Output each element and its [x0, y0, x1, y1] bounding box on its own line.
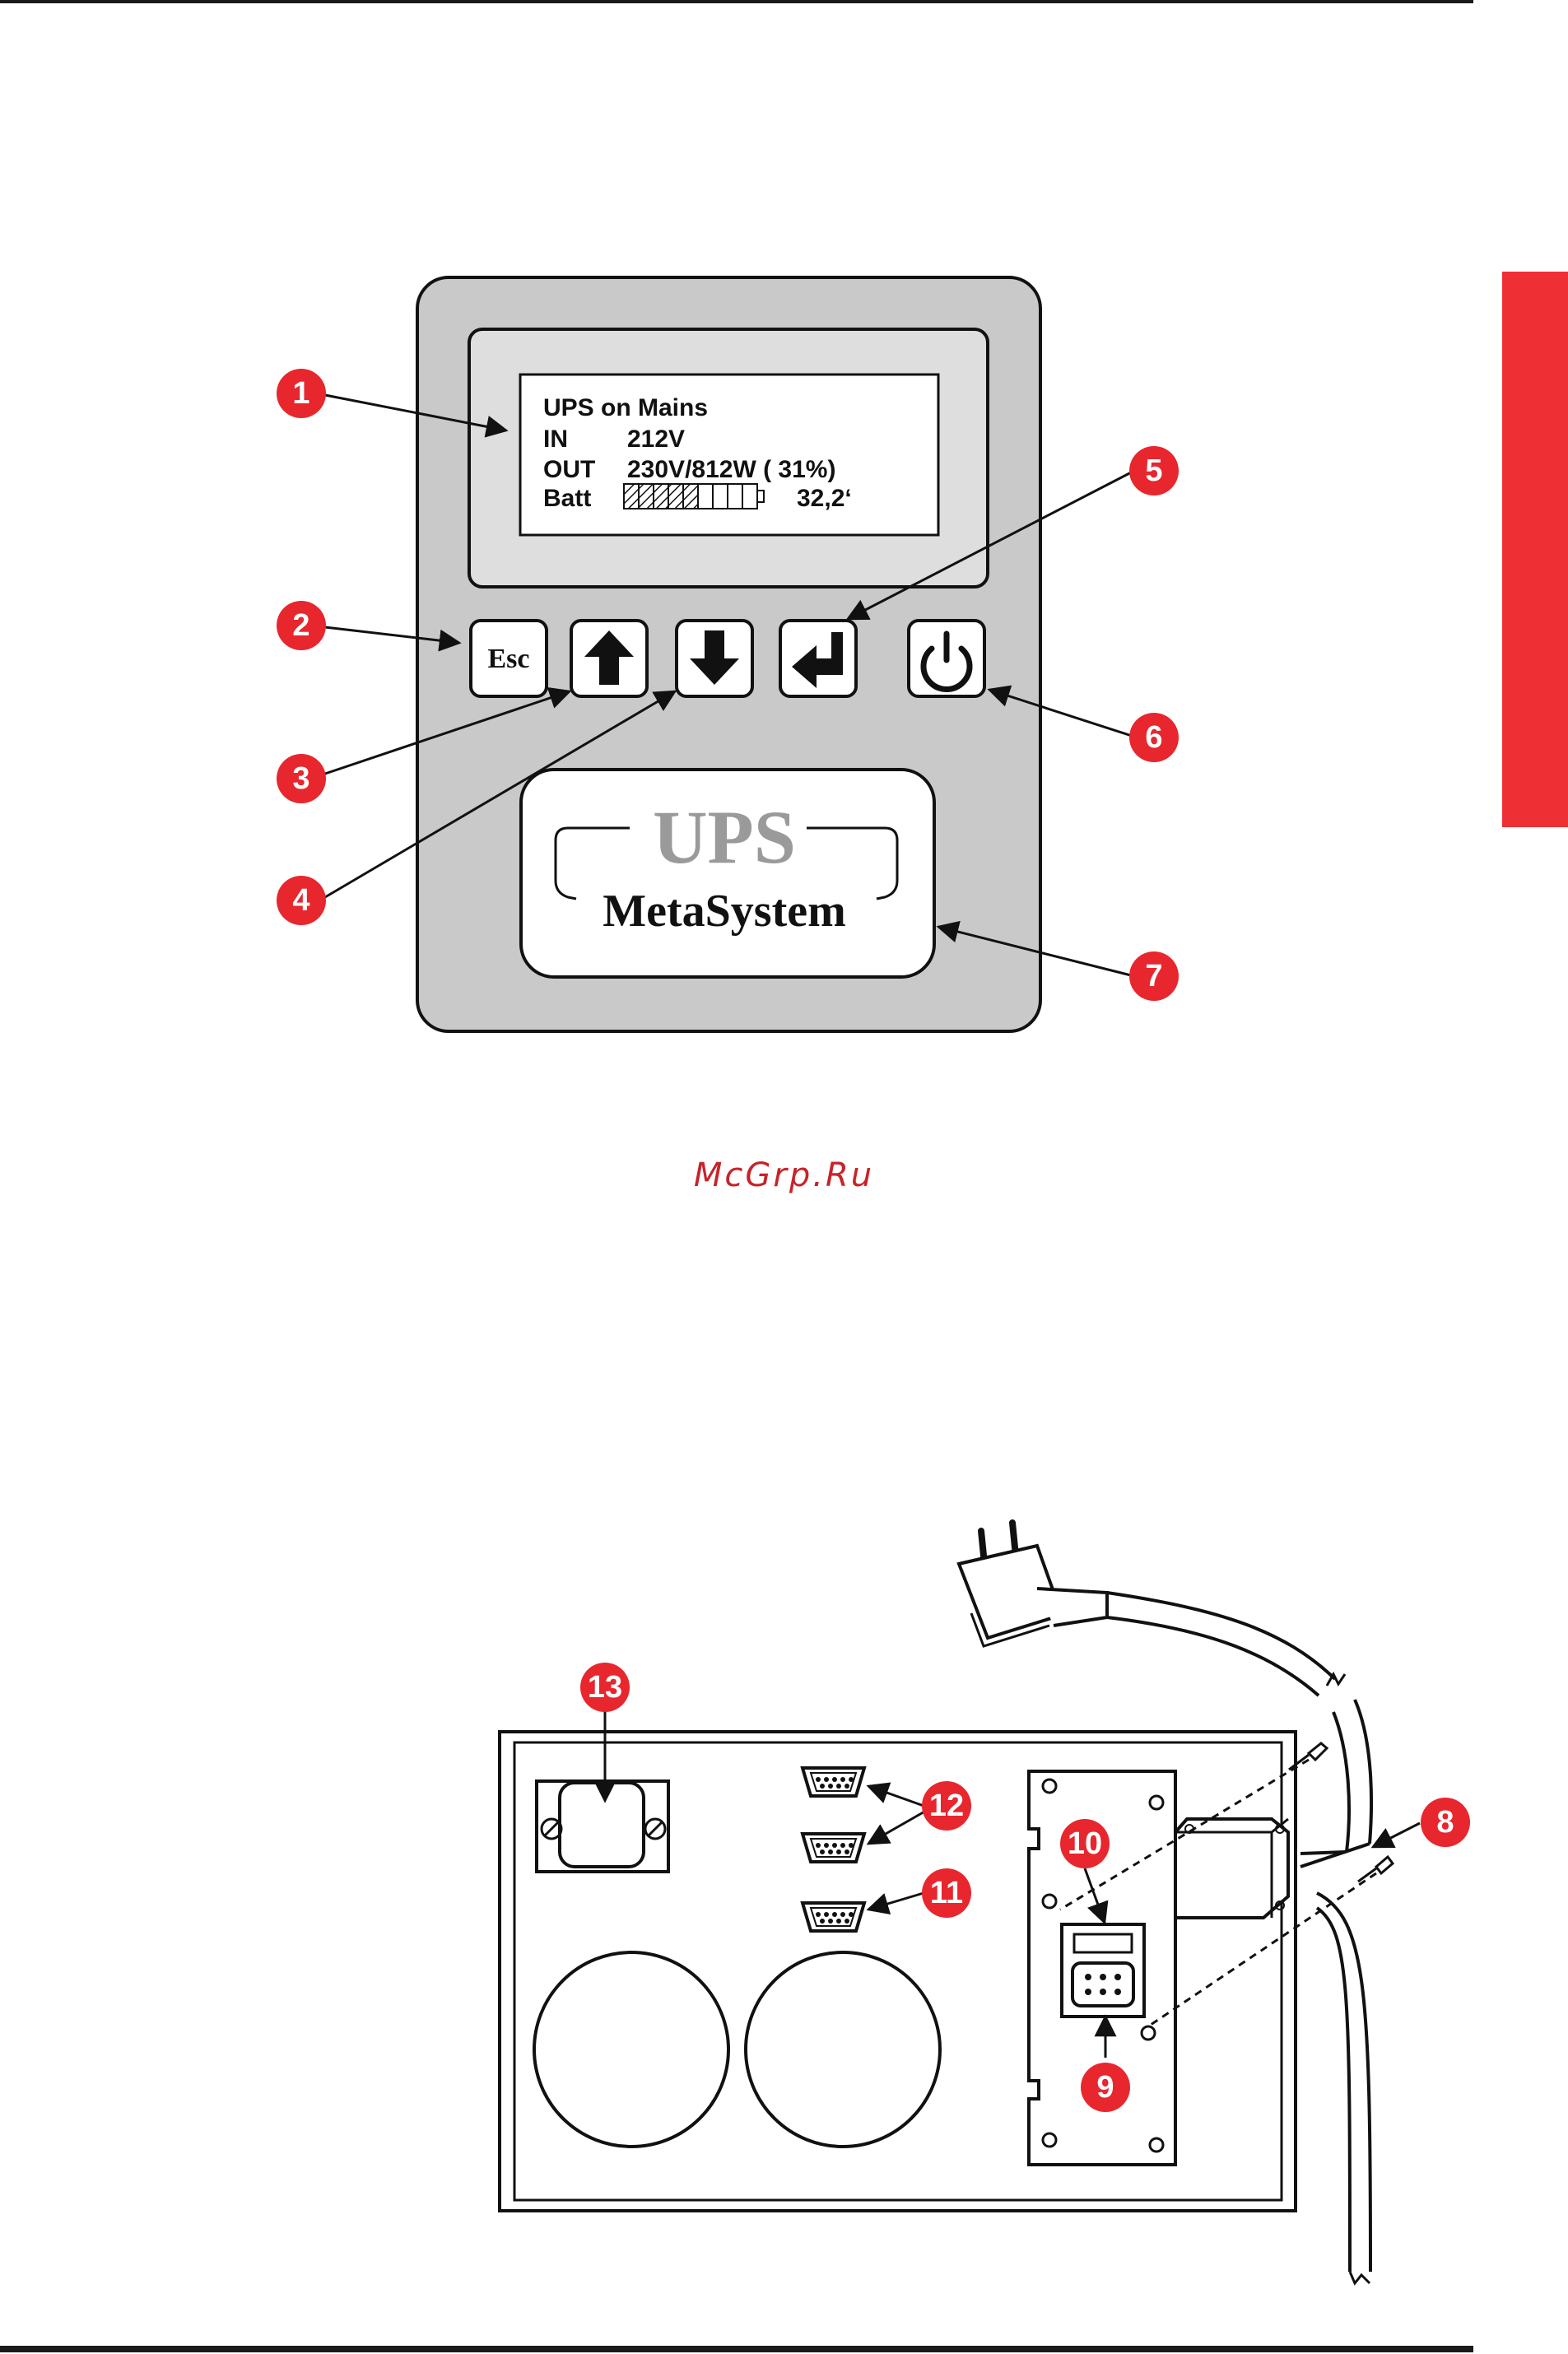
- power-button[interactable]: [909, 621, 984, 696]
- lcd-in-value: 212V: [627, 426, 685, 453]
- lcd-out-label: OUT: [543, 456, 595, 483]
- serial-port-3: [803, 1903, 864, 1931]
- battery-segment: [742, 484, 757, 509]
- lcd-in-label: IN: [543, 426, 568, 453]
- callout-7: 7: [1129, 951, 1179, 1001]
- lcd-status-line: UPS on Mains: [543, 394, 708, 421]
- plug-icon: [959, 1523, 1107, 1646]
- callout-7-label: 7: [1145, 959, 1162, 993]
- battery-segment: [698, 484, 713, 509]
- callout-10: 10: [1060, 1819, 1110, 1868]
- callout-12: 12: [922, 1781, 971, 1831]
- callout-3: 3: [277, 754, 326, 803]
- battery-segment: [683, 484, 698, 509]
- logo-metasystem: MetaSystem: [603, 886, 845, 937]
- lcd-out-value: 230V/812W ( 31%): [627, 456, 835, 483]
- battery-gauge: [624, 484, 764, 509]
- callout-13: 13: [580, 1663, 630, 1712]
- callout-9: 9: [1081, 2063, 1130, 2112]
- esc-button-label: Esc: [488, 644, 530, 674]
- callout-8-label: 8: [1436, 1805, 1454, 1840]
- front-panel: UPS on Mains IN 212V OUT 230V/812W ( 31%…: [417, 277, 1040, 1031]
- callout-5-label: 5: [1145, 454, 1162, 488]
- callout-2-label: 2: [292, 608, 309, 643]
- logo-ups: UPS: [653, 795, 796, 879]
- screw-bottom: [1358, 1857, 1393, 1882]
- serial-port-1: [803, 1768, 864, 1796]
- battery-segment: [654, 484, 668, 509]
- callout-1-label: 1: [292, 376, 309, 411]
- battery-segment: [728, 484, 742, 509]
- callout-10-label: 10: [1068, 1826, 1102, 1861]
- battery-segment: [624, 484, 639, 509]
- callout-8: 8: [1421, 1798, 1470, 1847]
- callout-4: 4: [277, 876, 326, 925]
- down-button[interactable]: [677, 621, 752, 696]
- battery-tip: [757, 491, 764, 502]
- callout-6: 6: [1129, 713, 1179, 762]
- callout-13-label: 13: [588, 1670, 622, 1705]
- callout-11: 11: [922, 1868, 971, 1918]
- callout-9-label: 9: [1096, 2070, 1114, 2105]
- callout-5: 5: [1129, 446, 1179, 495]
- callout-4-label: 4: [292, 883, 309, 918]
- lcd-batt-label: Batt: [543, 485, 591, 512]
- battery-segment: [639, 484, 654, 509]
- callout-6-label: 6: [1145, 720, 1162, 755]
- page-bottom-rule: [0, 2346, 1473, 2352]
- serial-port-2: [803, 1834, 864, 1862]
- battery-segment: [713, 484, 728, 509]
- battery-segment: [668, 484, 683, 509]
- esc-button[interactable]: Esc: [471, 621, 547, 696]
- callout-2: 2: [277, 601, 326, 650]
- lcd-batt-value: 32,2‘: [797, 485, 852, 512]
- logo-plate: UPS MetaSystem: [521, 770, 934, 977]
- watermark: McGrp.Ru: [0, 1156, 1568, 1194]
- enter-button[interactable]: [780, 621, 856, 696]
- callout-12-label: 12: [929, 1789, 964, 1823]
- up-button[interactable]: [571, 621, 647, 696]
- callout-1: 1: [277, 369, 326, 418]
- callout-11-label: 11: [930, 1876, 963, 1910]
- callout-3-label: 3: [292, 761, 309, 796]
